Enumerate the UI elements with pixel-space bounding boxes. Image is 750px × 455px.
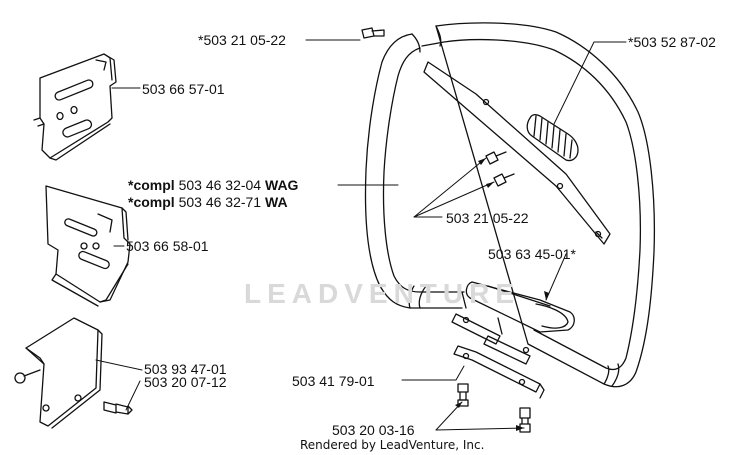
- compl-line2-number: 503 46 32-71: [178, 194, 262, 210]
- label-guard-screw: 503 20 07-12: [144, 374, 227, 390]
- front-handle-part: [364, 22, 655, 388]
- tie-bar-part: [423, 61, 611, 245]
- label-guide-plate-top: 503 66 57-01: [142, 81, 225, 97]
- chain-guard-part: [14, 317, 103, 429]
- compl-line1-suffix: WAG: [265, 177, 299, 193]
- grip-insert-part: [526, 114, 579, 162]
- guard-screw-part: [103, 401, 133, 415]
- compl-line1-number: 503 46 32-04: [178, 177, 262, 193]
- bracket-part: [451, 313, 545, 399]
- label-guard: 503 93 47-01: [144, 361, 227, 377]
- watermark-text: LEADVENTURE: [244, 278, 521, 309]
- leader-lines: [95, 39, 627, 431]
- label-sleeve: 503 63 45-01*: [488, 246, 576, 262]
- label-bolts: 503 20 03-16: [332, 422, 415, 438]
- arrowheads: [455, 158, 549, 431]
- label-compl-line2: *compl 503 46 32-71 WA: [128, 194, 288, 210]
- guide-plate-top-part: [33, 53, 117, 161]
- label-screw-top: *503 21 05-22: [198, 32, 286, 48]
- compl-line1-prefix: *compl: [128, 177, 175, 193]
- compl-line2-suffix: WA: [265, 194, 288, 210]
- tie-screws-part: [485, 151, 515, 187]
- label-grip: *503 52 87-02: [628, 34, 716, 50]
- bolts-part: [457, 383, 531, 433]
- label-bracket: 503 41 79-01: [292, 373, 375, 389]
- label-compl-line1: *compl 503 46 32-04 WAG: [128, 177, 298, 193]
- rubber-sleeve-part: [465, 281, 575, 333]
- guide-plate-mid-part: [45, 185, 131, 307]
- footer-credit: Rendered by LeadVenture, Inc.: [300, 438, 485, 452]
- top-screw-part: [361, 27, 385, 39]
- label-screw-mid: 503 21 05-22: [446, 210, 529, 226]
- compl-line2-prefix: *compl: [128, 194, 175, 210]
- label-guide-plate-mid: 503 66 58-01: [126, 238, 209, 254]
